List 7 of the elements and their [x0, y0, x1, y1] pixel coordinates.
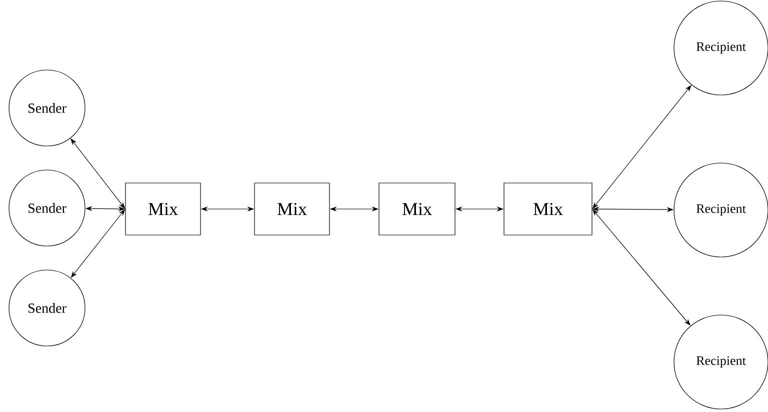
- circle-node: Sender: [8, 70, 86, 146]
- process-box: Mix: [254, 182, 330, 236]
- circle-node: Sender: [8, 270, 86, 346]
- circle-node: Sender: [8, 170, 86, 246]
- process-box: Mix: [125, 182, 201, 236]
- process-box: Mix: [504, 182, 592, 236]
- process-box: Mix: [378, 182, 456, 236]
